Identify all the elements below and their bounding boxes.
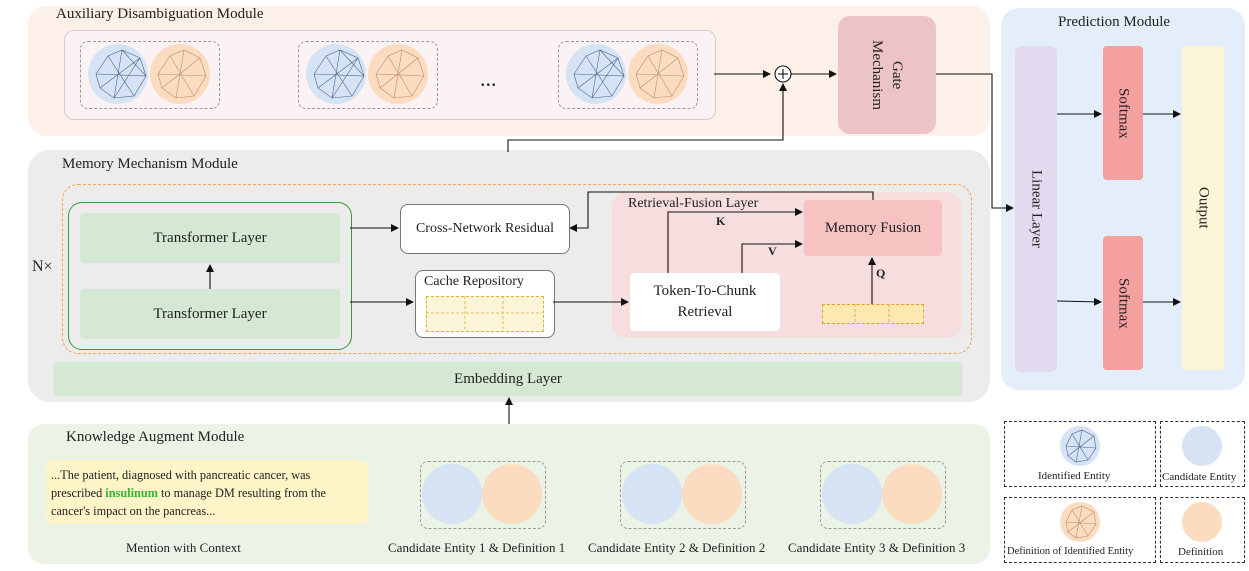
prediction-module-title: Prediction Module xyxy=(1058,14,1171,30)
legend-definition xyxy=(1160,497,1245,563)
context-text-before: ...The patient, diagnosed with pancreati… xyxy=(51,468,311,500)
legend-definition-identified xyxy=(1004,497,1156,563)
aux-module-title: Auxiliary Disambiguation Module xyxy=(56,6,264,22)
candidate-caption: Candidate Entity 2 & Definition 2 xyxy=(588,540,766,555)
transformer-layer-top: Transformer Layer xyxy=(80,213,340,263)
cache-repository-label: Cache Repository xyxy=(424,274,524,289)
retrieval-fusion-title: Retrieval-Fusion Layer xyxy=(628,196,759,211)
memory-module-title: Memory Mechanism Module xyxy=(62,156,238,172)
memory-fusion-box: Memory Fusion xyxy=(804,200,942,256)
mention-context-box: ...The patient, diagnosed with pancreati… xyxy=(46,460,368,524)
definition-icon xyxy=(482,464,542,524)
mention-highlight: insulinum xyxy=(105,486,158,500)
output-box: Output xyxy=(1182,46,1224,370)
definition-textures xyxy=(157,49,1097,539)
candidate-pair-group xyxy=(420,461,546,529)
token-to-chunk-retrieval-box: Token-To-Chunk Retrieval xyxy=(630,273,780,331)
softmax-bottom-box: Softmax xyxy=(1103,236,1143,370)
linear-layer-label: Linear Layer xyxy=(1028,170,1045,248)
v-label: V xyxy=(768,244,777,258)
cross-network-residual-box: Cross-Network Residual xyxy=(400,204,570,254)
mention-caption: Mention with Context xyxy=(126,540,241,555)
legend-candidate-entity xyxy=(1160,421,1245,487)
candidate-pair-group xyxy=(620,461,746,529)
linear-layer-box: Linear Layer xyxy=(1015,46,1057,372)
legend-identified-entity-label: Identified Entity xyxy=(1038,470,1111,482)
legend-candidate-entity-label: Candidate Entity xyxy=(1162,471,1237,483)
cache-grid xyxy=(426,296,544,332)
candidate-entity-legend-icon xyxy=(1182,426,1222,466)
entity-pair-group xyxy=(80,41,220,109)
legend-identified-entity xyxy=(1004,421,1156,487)
gate-mechanism-box: Gate Mechanism xyxy=(838,16,936,134)
ellipsis: ... xyxy=(480,66,497,91)
candidate-caption: Candidate Entity 1 & Definition 1 xyxy=(388,540,566,555)
repeat-label: N× xyxy=(32,258,53,275)
candidate-caption: Candidate Entity 3 & Definition 3 xyxy=(788,540,966,555)
output-label: Output xyxy=(1195,187,1212,229)
candidate-entity-icon xyxy=(622,464,682,524)
entity-pair-group xyxy=(558,41,698,109)
candidate-entity-icon xyxy=(822,464,882,524)
softmax-bottom-label: Softmax xyxy=(1115,277,1132,329)
softmax-top-box: Softmax xyxy=(1103,46,1143,180)
legend-definition-identified-label: Definition of Identified Entity xyxy=(1007,546,1134,557)
repeat-block-border xyxy=(62,184,972,354)
legend-definition-label: Definition xyxy=(1178,546,1224,558)
context-text-after: to manage DM resulting from the cancer's… xyxy=(51,486,326,518)
embedding-layer-box: Embedding Layer xyxy=(54,362,962,396)
knowledge-module-title: Knowledge Augment Module xyxy=(66,429,245,445)
transformer-layer-bottom: Transformer Layer xyxy=(80,289,340,339)
gate-mechanism-label: Gate Mechanism xyxy=(869,40,905,110)
k-label: K xyxy=(716,214,726,228)
query-token-bar xyxy=(822,304,924,324)
candidate-pair-group xyxy=(820,461,946,529)
entity-pair-group xyxy=(298,41,438,109)
definition-legend-icon xyxy=(1182,502,1222,542)
network-textures xyxy=(95,49,1097,463)
definition-icon xyxy=(682,464,742,524)
q-label: Q xyxy=(876,266,886,280)
definition-icon xyxy=(882,464,942,524)
transformer-stack xyxy=(68,202,352,350)
candidate-entity-icon xyxy=(422,464,482,524)
softmax-top-label: Softmax xyxy=(1115,87,1132,139)
